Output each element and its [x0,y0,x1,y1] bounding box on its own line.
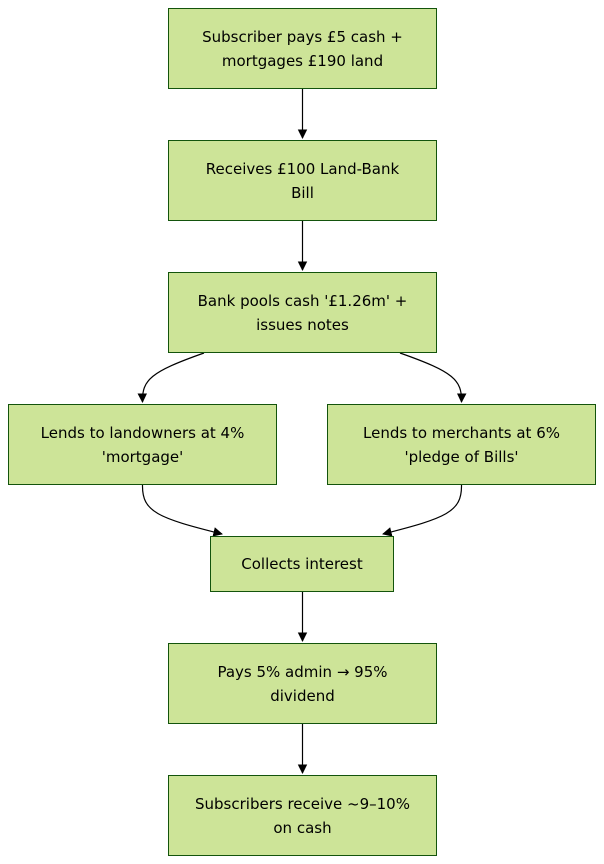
edge-merchants-to-interest [382,484,463,537]
node-lends-landowners: Lends to landowners at 4% 'mortgage' [8,404,277,485]
node-receives-bill: Receives £100 Land-Bank Bill [168,140,437,221]
node-subscribers-receive: Subscribers receive ~9–10% on cash [168,775,437,856]
edge-landowners-to-interest [141,484,223,537]
node-label: Subscriber pays £5 cash + mortgages £190… [202,27,403,70]
node-subscriber-pays: Subscriber pays £5 cash + mortgages £190… [168,8,437,89]
node-label: Lends to landowners at 4% 'mortgage' [40,423,245,466]
node-label: Collects interest [241,555,363,573]
node-label: Bank pools cash '£1.26m' + issues notes [197,291,408,334]
node-pays-dividend: Pays 5% admin → 95% dividend [168,643,437,724]
node-label: Subscribers receive ~9–10% on cash [195,794,410,837]
node-lends-merchants: Lends to merchants at 6% 'pledge of Bill… [327,404,596,485]
edge-bank-to-merchants [399,352,467,403]
node-bank-pools-cash: Bank pools cash '£1.26m' + issues notes [168,272,437,353]
node-label: Receives £100 Land-Bank Bill [205,159,400,202]
node-label: Pays 5% admin → 95% dividend [217,662,388,705]
node-collects-interest: Collects interest [210,536,394,592]
edge-bank-to-landowners [137,352,205,403]
node-label: Lends to merchants at 6% 'pledge of Bill… [363,423,560,466]
